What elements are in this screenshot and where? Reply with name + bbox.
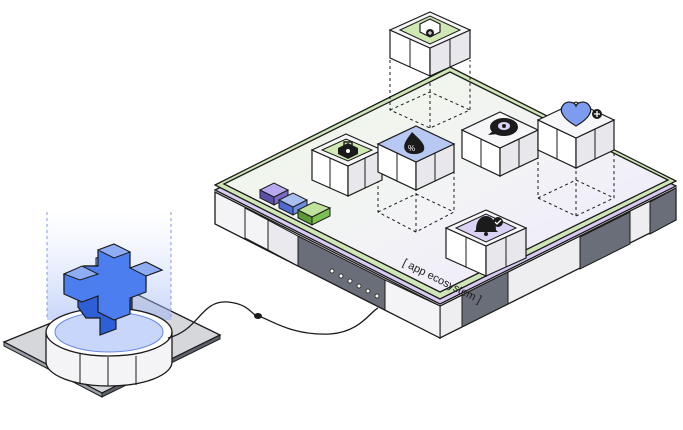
mini-blocks	[258, 182, 332, 226]
shopping-bag-icon	[338, 141, 358, 159]
port-dots	[329, 268, 380, 299]
app-tile-alerts[interactable]	[444, 209, 528, 277]
svg-text:%: %	[408, 144, 415, 153]
app-tile-wellness[interactable]: %	[376, 125, 456, 191]
medical-cross-icon	[62, 243, 164, 336]
heart-plus-icon	[560, 101, 602, 127]
chat-bubble-icon	[488, 118, 518, 136]
app-tile-chat[interactable]	[460, 111, 540, 177]
ghost-columns	[377, 60, 615, 233]
app-tile-shopping[interactable]	[310, 133, 384, 197]
app-tile-account[interactable]	[388, 11, 472, 77]
connection-cable	[167, 301, 379, 339]
bell-check-icon	[474, 216, 503, 236]
lock-user-icon	[419, 18, 441, 38]
mini-block-purple	[258, 182, 290, 206]
app-tile-health[interactable]	[536, 101, 616, 169]
health-hub	[2, 212, 222, 398]
mini-block-green	[296, 201, 332, 226]
drop-percent-icon: %	[404, 132, 425, 155]
